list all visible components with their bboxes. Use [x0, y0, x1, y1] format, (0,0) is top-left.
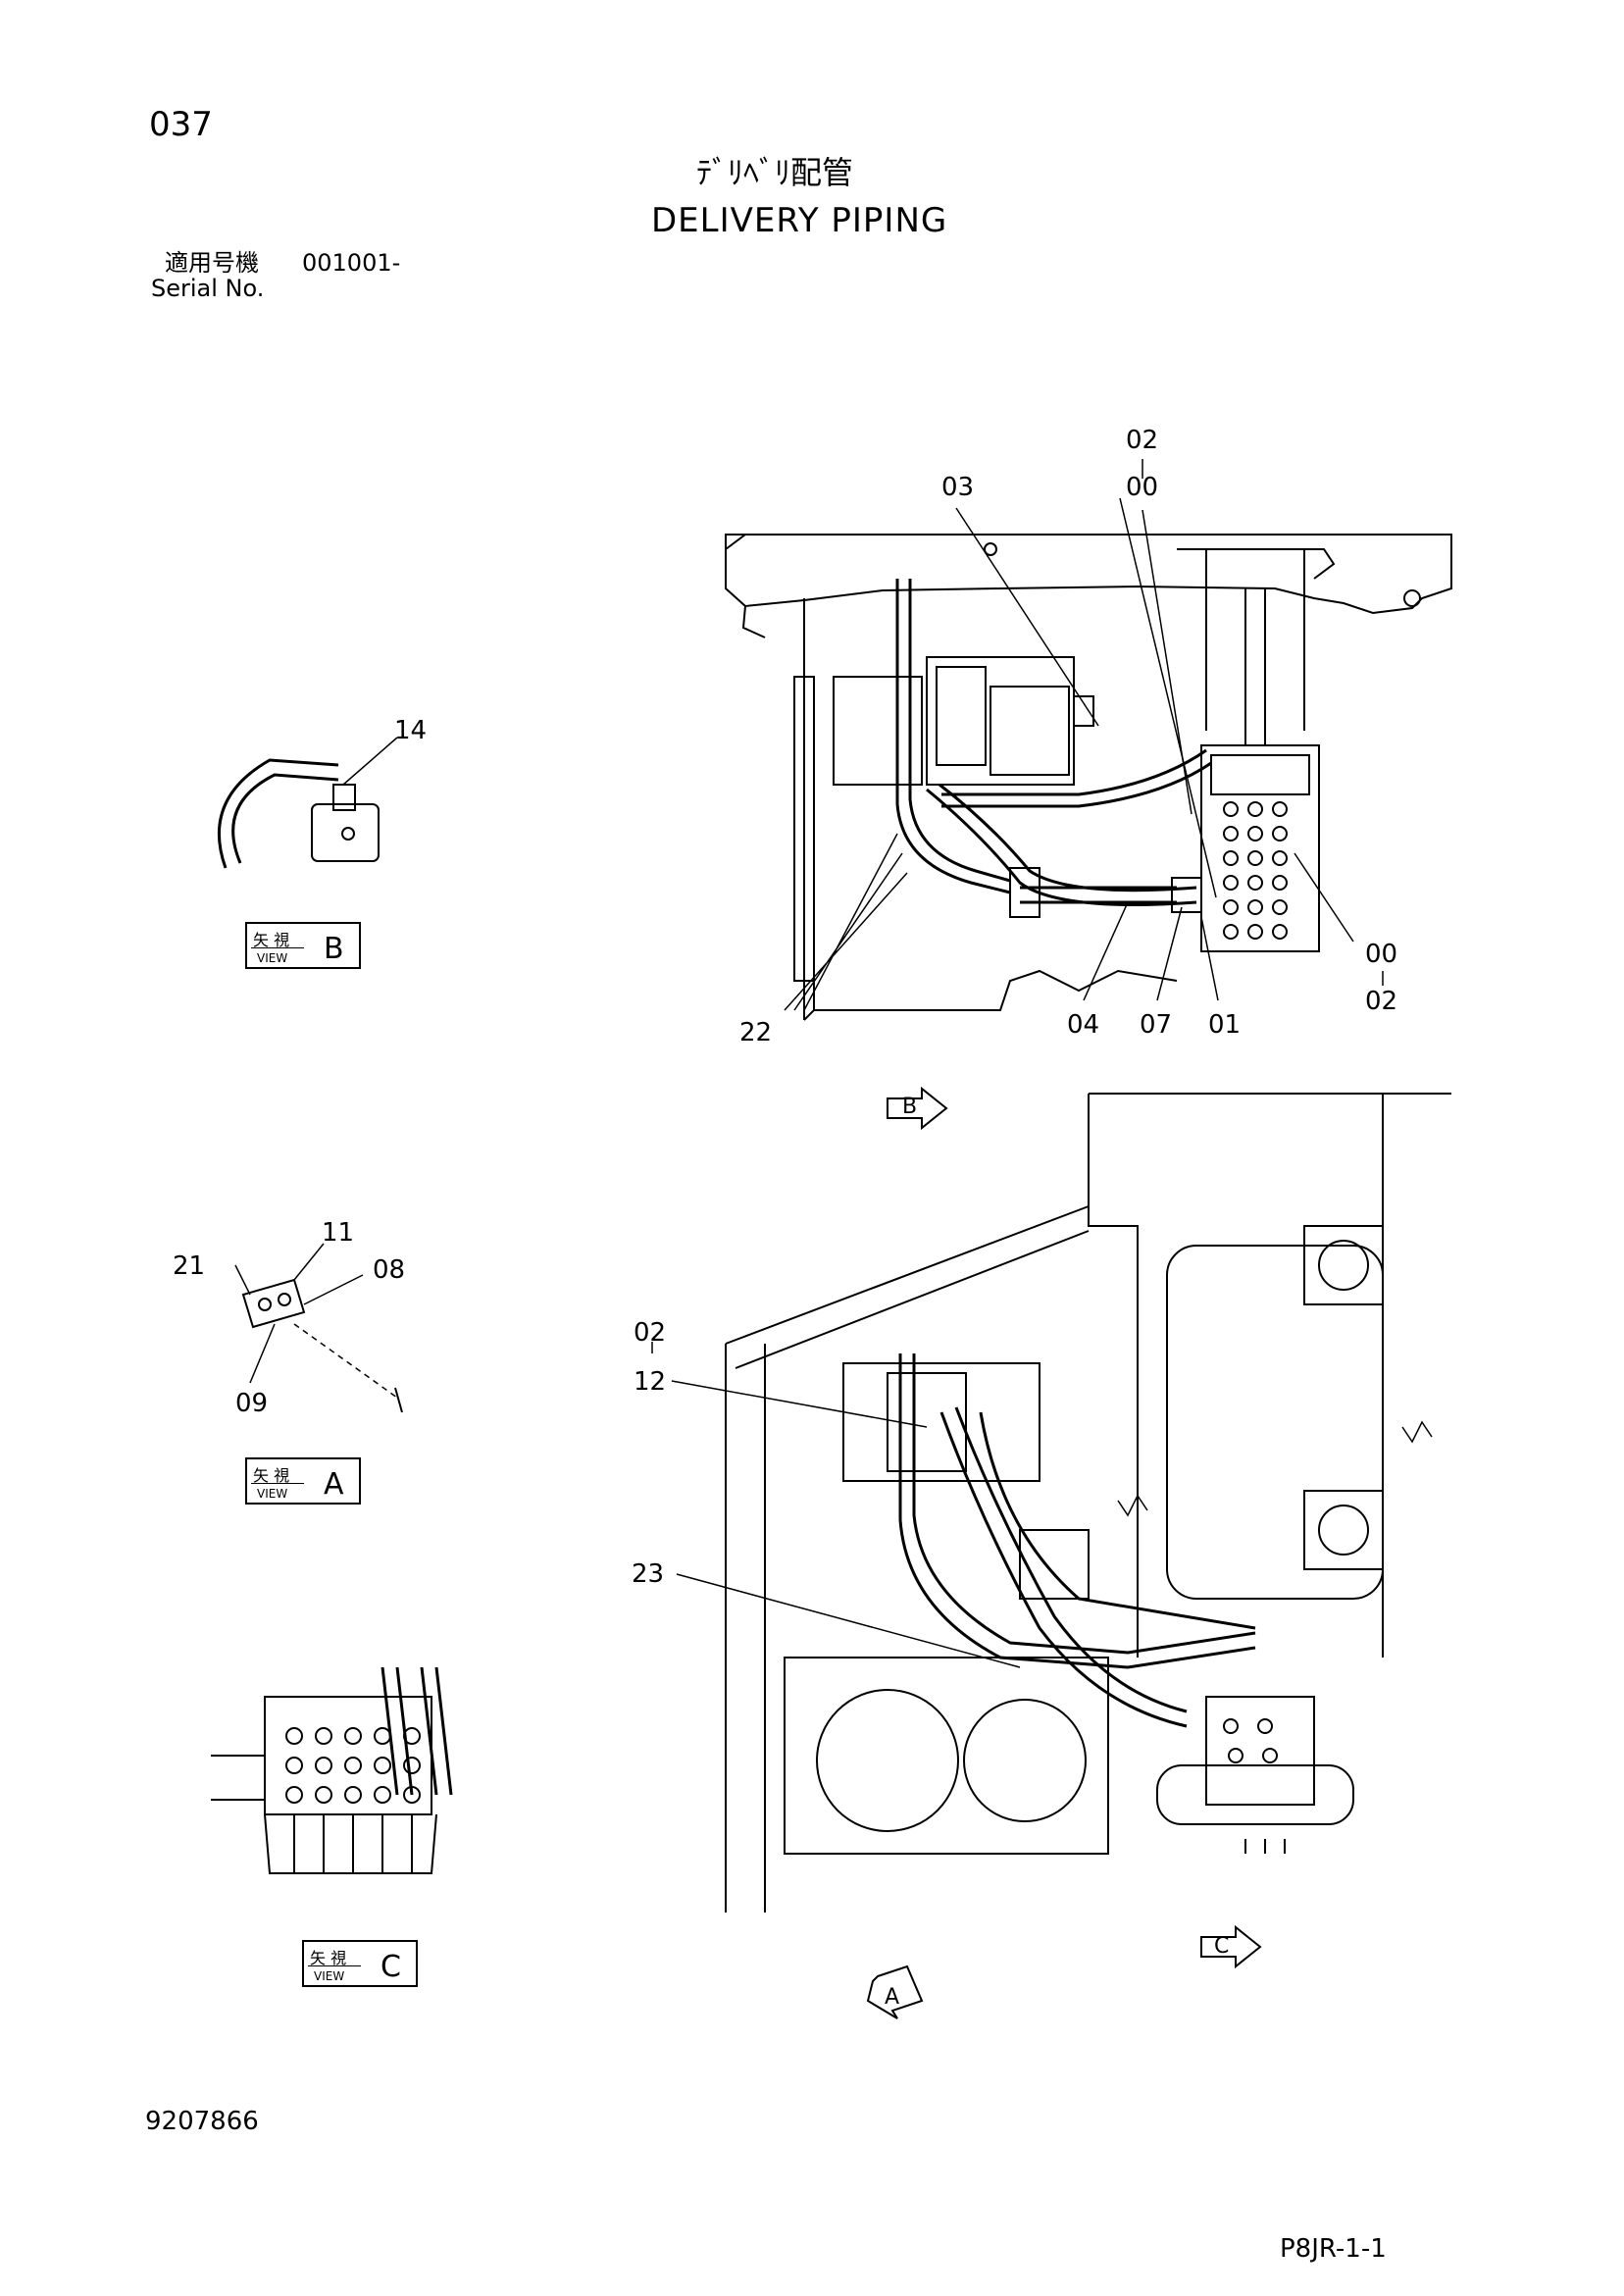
callout-04: 04	[1067, 1010, 1100, 1040]
page-number: 037	[149, 105, 213, 144]
callout-09: 09	[235, 1389, 269, 1418]
callout-02-top: 02	[1126, 426, 1159, 455]
footer-code: P8JR-1-1	[1280, 2234, 1387, 2264]
view-box-c-jp: 矢 視	[310, 1949, 347, 1967]
callout-01: 01	[1208, 1010, 1242, 1040]
callout-14: 14	[394, 716, 428, 745]
view-box-a-en: VIEW	[257, 1487, 288, 1501]
serial-label-japanese: 適用号機	[165, 249, 259, 277]
view-box-b-en: VIEW	[257, 951, 288, 965]
callout-02-right: 02	[1365, 987, 1398, 1016]
view-box-a-letter: A	[324, 1467, 344, 1502]
callout-22: 22	[739, 1018, 773, 1047]
view-box-c-letter: C	[381, 1950, 401, 1984]
title-japanese: ﾃﾞﾘﾍﾞﾘ配管	[696, 154, 854, 191]
view-b-drawing	[217, 737, 398, 869]
view-box-a: 矢 視 VIEW A	[245, 1457, 361, 1505]
serial-label-english: Serial No.	[151, 275, 265, 302]
view-c-drawing	[211, 1666, 453, 1874]
callout-11: 11	[322, 1218, 355, 1248]
title-english: DELIVERY PIPING	[651, 201, 948, 240]
view-arrow-shapes	[866, 1086, 1262, 2019]
serial-range: 001001-	[302, 249, 401, 277]
bottom-assembly-drawing	[651, 1093, 1451, 1913]
view-box-b: 矢 視 VIEW B	[245, 922, 361, 969]
view-arrow-a: A	[885, 1985, 900, 2010]
view-arrow-b: B	[902, 1095, 918, 1119]
view-box-b-letter: B	[324, 932, 344, 966]
callout-02-bottom: 02	[634, 1318, 667, 1348]
view-arrow-c: C	[1214, 1934, 1230, 1959]
view-box-b-jp: 矢 視	[253, 931, 290, 949]
callout-21: 21	[173, 1251, 206, 1281]
document-number: 9207866	[145, 2107, 259, 2136]
view-box-c-en: VIEW	[314, 1969, 345, 1983]
view-box-a-jp: 矢 視	[253, 1466, 290, 1485]
callout-23: 23	[632, 1559, 665, 1589]
top-assembly-drawing	[725, 459, 1452, 1021]
view-box-c: 矢 視 VIEW C	[302, 1940, 418, 1987]
callout-00-right: 00	[1365, 940, 1398, 969]
callout-08: 08	[373, 1255, 406, 1285]
callout-00-top: 00	[1126, 473, 1159, 502]
callout-07: 07	[1140, 1010, 1173, 1040]
callout-12: 12	[634, 1367, 667, 1397]
callout-03: 03	[941, 473, 975, 502]
view-a-drawing	[234, 1243, 403, 1413]
